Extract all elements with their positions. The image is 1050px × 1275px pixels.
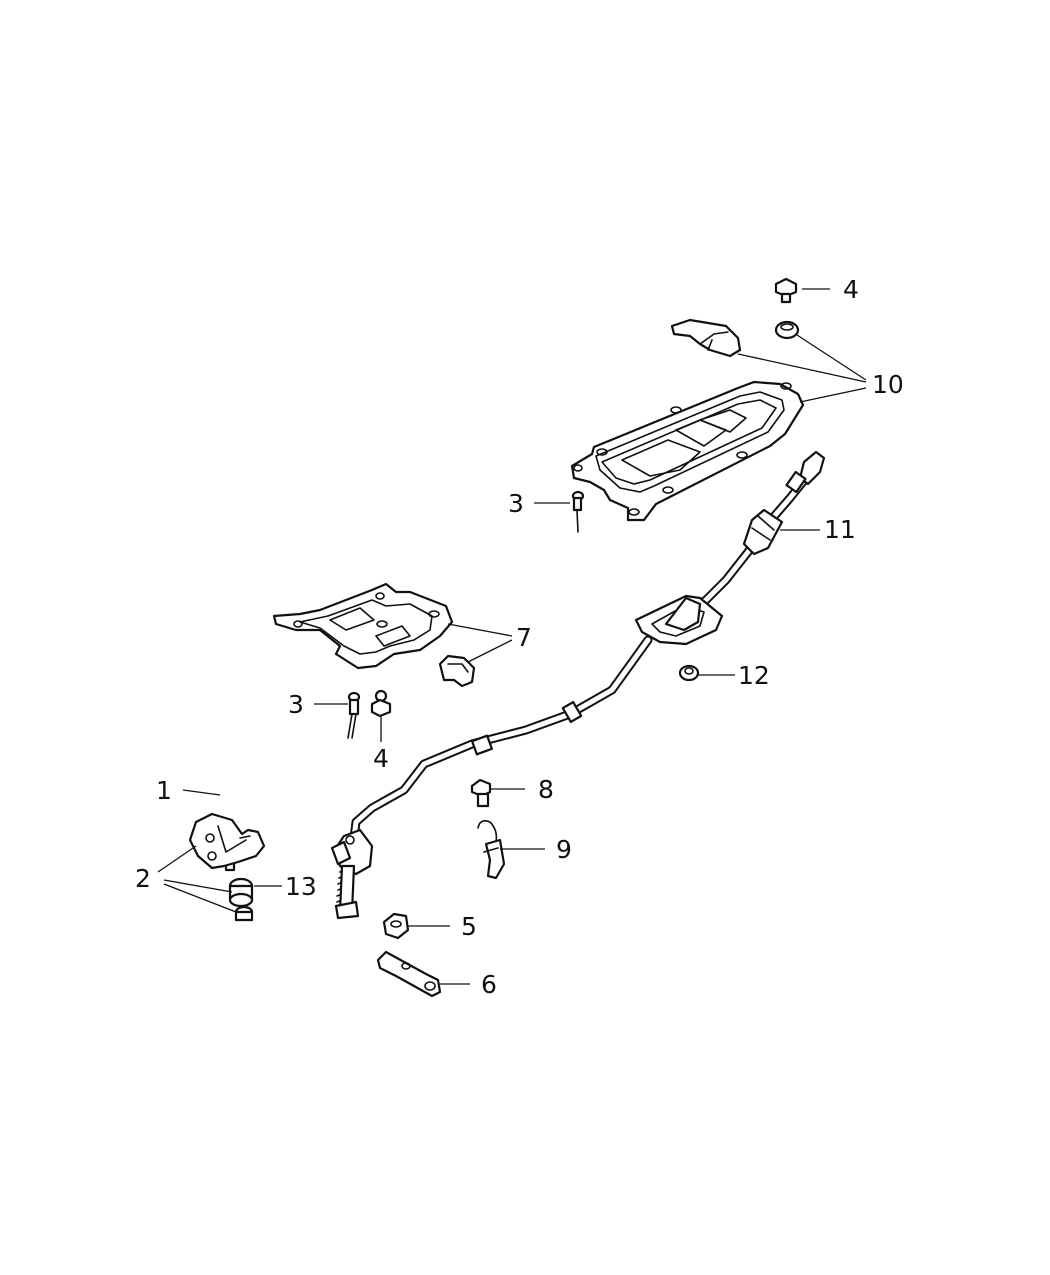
leader-lines <box>157 288 867 985</box>
retainer-clip <box>670 318 742 358</box>
bushing-13 <box>228 877 254 908</box>
clip-9 <box>477 820 506 880</box>
callout-8: 8 <box>538 775 554 804</box>
nut-2 <box>234 905 254 922</box>
bracket-clip <box>438 654 476 688</box>
callout-1: 1 <box>156 776 172 805</box>
cable-mount-bracket <box>188 812 266 870</box>
callout-3-upper: 3 <box>508 489 524 518</box>
callout-4-lower: 4 <box>373 744 389 773</box>
callout-5: 5 <box>461 912 477 941</box>
grommet <box>774 320 800 340</box>
callout-12: 12 <box>738 661 770 690</box>
callout-6: 6 <box>481 970 497 999</box>
callout-4-upper: 4 <box>843 275 859 304</box>
callout-3-lower: 3 <box>288 690 304 719</box>
upper-shifter-plate <box>570 380 805 522</box>
rivet-lower <box>347 691 361 739</box>
callout-9: 9 <box>556 835 572 864</box>
callout-labels: 4 10 3 11 7 12 3 4 1 8 9 2 13 5 6 <box>135 275 904 999</box>
callout-11: 11 <box>824 515 856 544</box>
rivet-upper <box>571 490 585 533</box>
bolt-8 <box>470 778 492 808</box>
bolt-upper <box>774 277 798 304</box>
callout-13: 13 <box>285 872 317 901</box>
nut-12 <box>678 664 700 682</box>
callout-7: 7 <box>516 623 532 652</box>
bolt-lower <box>370 689 392 718</box>
lower-bracket <box>272 582 454 670</box>
callout-10: 10 <box>872 370 904 399</box>
plate-6 <box>376 950 442 998</box>
callout-2: 2 <box>135 864 151 893</box>
shift-cable <box>330 450 826 920</box>
nut-5 <box>382 912 410 940</box>
